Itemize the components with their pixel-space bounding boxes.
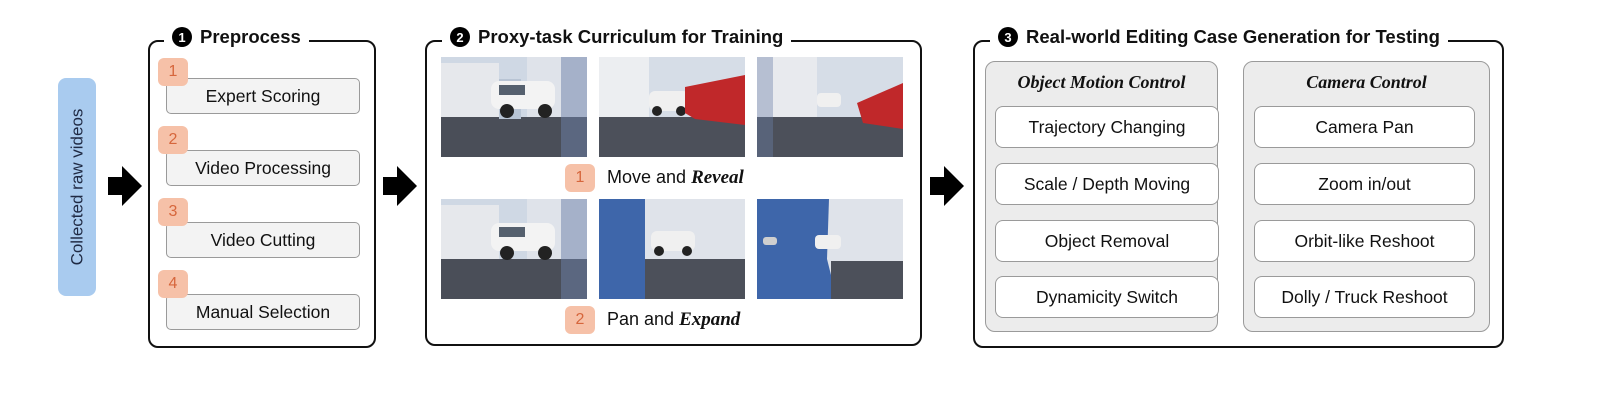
task-badge: 2 bbox=[565, 306, 595, 334]
task-caption: 1 Move and Reveal bbox=[565, 164, 744, 192]
step-number-badge: 1 bbox=[172, 27, 192, 47]
preprocess-step: Video Processing bbox=[166, 150, 360, 186]
street-frame-red-mask-image bbox=[757, 57, 903, 157]
step-badge: 2 bbox=[158, 126, 188, 154]
street-frame-blue-mask-image bbox=[599, 199, 745, 299]
curriculum-title: 2 Proxy-task Curriculum for Training bbox=[442, 26, 792, 48]
step-badge: 1 bbox=[158, 58, 188, 86]
step-badge: 4 bbox=[158, 270, 188, 298]
curriculum-title-text: Proxy-task Curriculum for Training bbox=[478, 26, 784, 47]
street-frame-image bbox=[441, 57, 587, 157]
preprocess-title: 1 Preprocess bbox=[164, 26, 309, 48]
task-badge: 1 bbox=[565, 164, 595, 192]
step-number-badge: 2 bbox=[450, 27, 470, 47]
case-item: Dolly / Truck Reshoot bbox=[1254, 276, 1475, 318]
street-frame-image bbox=[441, 199, 587, 299]
case-item: Trajectory Changing bbox=[995, 106, 1219, 148]
case-item: Scale / Depth Moving bbox=[995, 163, 1219, 205]
step-number-badge: 3 bbox=[998, 27, 1018, 47]
step-badge: 3 bbox=[158, 198, 188, 226]
case-item: Object Removal bbox=[995, 220, 1219, 262]
raw-videos-label: Collected raw videos bbox=[67, 108, 87, 266]
preprocess-step: Manual Selection bbox=[166, 294, 360, 330]
group-title: Camera Control bbox=[1306, 72, 1427, 92]
group-title: Object Motion Control bbox=[1017, 72, 1186, 92]
case-item: Zoom in/out bbox=[1254, 163, 1475, 205]
street-frame-red-mask-image bbox=[599, 57, 745, 157]
preprocess-step: Expert Scoring bbox=[166, 78, 360, 114]
case-item: Orbit-like Reshoot bbox=[1254, 220, 1475, 262]
case-item: Camera Pan bbox=[1254, 106, 1475, 148]
generation-title: 3 Real-world Editing Case Generation for… bbox=[990, 26, 1448, 48]
preprocess-step: Video Cutting bbox=[166, 222, 360, 258]
generation-title-text: Real-world Editing Case Generation for T… bbox=[1026, 26, 1440, 47]
case-item: Dynamicity Switch bbox=[995, 276, 1219, 318]
raw-videos-box: Collected raw videos bbox=[58, 78, 96, 296]
preprocess-title-text: Preprocess bbox=[200, 26, 301, 47]
task-caption: 2 Pan and Expand bbox=[565, 306, 740, 334]
street-frame-blue-mask-image bbox=[757, 199, 903, 299]
